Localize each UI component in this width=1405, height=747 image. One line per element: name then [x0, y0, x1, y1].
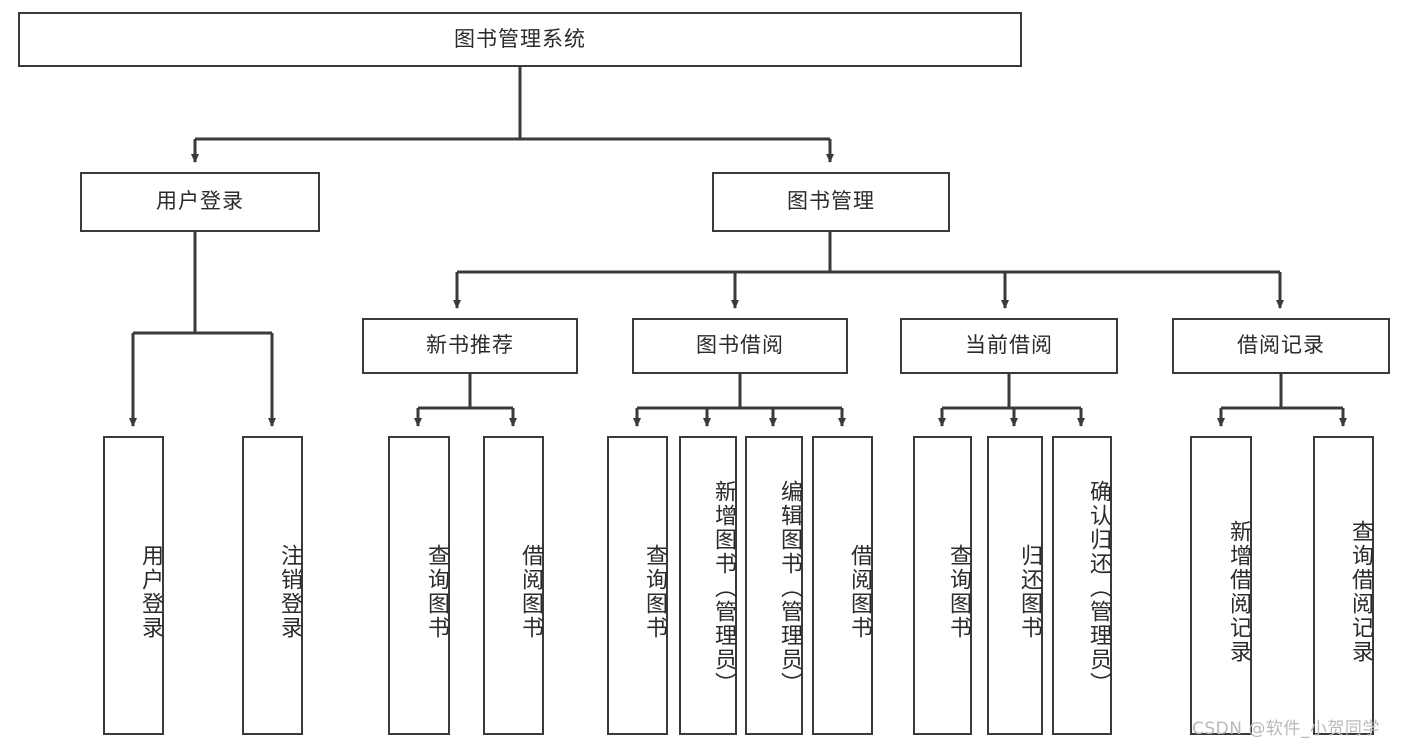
leaf-borrow-book[interactable]: 借阅图书: [812, 436, 873, 735]
node-label: 新增图书（管理员）: [711, 479, 736, 696]
node-label: 图书管理系统: [454, 26, 586, 51]
node-label: 当前借阅: [965, 333, 1053, 358]
node-label: 查询图书: [424, 543, 449, 640]
node-root-system[interactable]: 图书管理系统: [18, 12, 1022, 67]
leaf-add-borrow-record[interactable]: 新增借阅记录: [1190, 436, 1252, 735]
node-label: 查询图书: [946, 543, 971, 640]
leaf-query-book-current[interactable]: 查询图书: [913, 436, 972, 735]
node-label: 用户登录: [138, 543, 163, 640]
node-label: 查询图书: [642, 543, 667, 640]
node-book-management[interactable]: 图书管理: [712, 172, 950, 232]
node-label: 编辑图书（管理员）: [777, 479, 802, 696]
node-label: 图书借阅: [696, 333, 784, 358]
node-label: 确认归还（管理员）: [1086, 479, 1111, 696]
node-user-login[interactable]: 用户登录: [80, 172, 320, 232]
node-label: 借阅图书: [518, 543, 543, 640]
node-label: 查询借阅记录: [1348, 519, 1373, 664]
leaf-query-book-borrow[interactable]: 查询图书: [607, 436, 668, 735]
node-borrow-record[interactable]: 借阅记录: [1172, 318, 1390, 374]
leaf-logout-login[interactable]: 注销登录: [242, 436, 303, 735]
leaf-confirm-return-admin[interactable]: 确认归还（管理员）: [1052, 436, 1112, 735]
csdn-watermark: CSDN @软件_小贺同学: [1192, 719, 1380, 739]
leaf-return-book[interactable]: 归还图书: [987, 436, 1043, 735]
node-current-borrow[interactable]: 当前借阅: [900, 318, 1118, 374]
node-label: 用户登录: [156, 189, 244, 214]
node-label: 借阅图书: [847, 543, 872, 640]
node-label: 借阅记录: [1237, 333, 1325, 358]
leaf-user-login[interactable]: 用户登录: [103, 436, 164, 735]
leaf-edit-book-admin[interactable]: 编辑图书（管理员）: [745, 436, 803, 735]
node-label: 归还图书: [1017, 543, 1042, 640]
node-label: 新书推荐: [426, 333, 514, 358]
leaf-query-book-new[interactable]: 查询图书: [388, 436, 450, 735]
leaf-borrow-book-new[interactable]: 借阅图书: [483, 436, 544, 735]
node-new-book-recommend[interactable]: 新书推荐: [362, 318, 578, 374]
node-book-borrow[interactable]: 图书借阅: [632, 318, 848, 374]
node-label: 新增借阅记录: [1226, 519, 1251, 664]
leaf-add-book-admin[interactable]: 新增图书（管理员）: [679, 436, 737, 735]
node-label: 图书管理: [787, 189, 875, 214]
node-label: 注销登录: [277, 543, 302, 640]
leaf-query-borrow-record[interactable]: 查询借阅记录: [1313, 436, 1374, 735]
